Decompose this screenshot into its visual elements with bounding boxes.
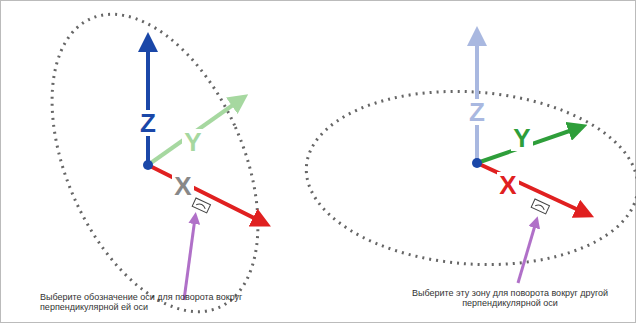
axis-label: Y xyxy=(182,129,203,155)
pointer-arrow xyxy=(184,218,195,300)
instruction-note: Выберите обозначение оси для поворота во… xyxy=(40,292,280,313)
rotate-cursor-icon xyxy=(531,199,549,214)
axis-label: X xyxy=(172,173,193,199)
origin-dot xyxy=(472,158,482,168)
x-axis xyxy=(477,163,585,213)
z-axis xyxy=(146,42,150,165)
rotation-ring xyxy=(300,81,636,276)
rotation-ring xyxy=(10,0,299,323)
axis-label: X xyxy=(497,172,518,198)
y-axis xyxy=(148,100,240,165)
axis-label: Z xyxy=(138,110,158,136)
origin-dot xyxy=(143,160,153,170)
axis-label: Z xyxy=(467,99,487,125)
x-axis xyxy=(148,165,262,222)
instruction-note: Выберите эту зону для поворота вокруг др… xyxy=(392,288,628,309)
pointer-arrow xyxy=(518,222,536,283)
axis-label: Y xyxy=(511,125,532,151)
rotate-cursor-icon xyxy=(192,198,210,213)
